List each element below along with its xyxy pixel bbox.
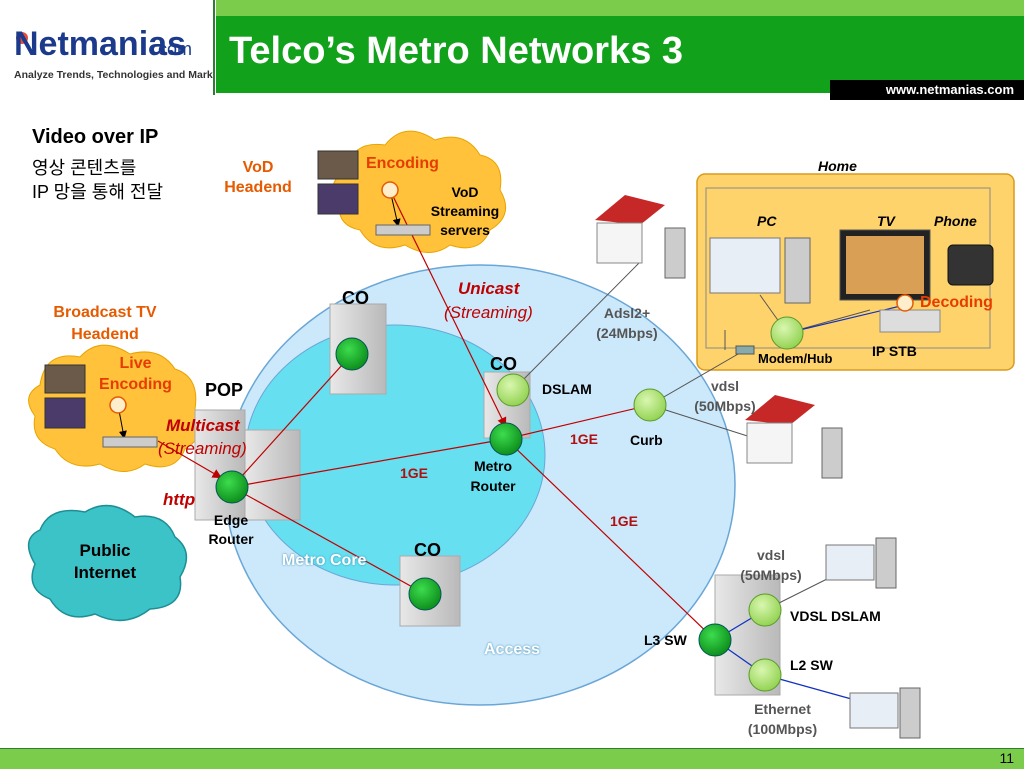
home-label: Home [818,158,857,174]
modem-hub-node [770,316,804,350]
co-bottom-label: CO [414,540,441,560]
tv-label: TV [877,213,895,229]
home-phone [947,244,994,286]
ethernet-label: Ethernet (100Mbps) [747,701,818,737]
modem-hub-label: Modem/Hub [758,351,833,366]
access-label: Access [484,641,541,658]
intro-line-1: 영상 콘텐츠를 [32,158,137,178]
page-title: Telco’s Metro Networks 3 [229,30,684,72]
co-middle-label: CO [490,354,517,374]
encoding-indicator [381,181,399,199]
multicast-label: Multicast [166,416,240,435]
netmanias-logo: Netmanias .com Analyze Trends, Technolog… [14,25,223,81]
metro-router-node [489,422,523,456]
vod-server [375,224,431,236]
vdsl-l3-label: vdsl (50Mbps) [740,547,802,583]
live-encoding-label: Live Encoding [99,355,172,393]
pop-label: POP [205,380,244,400]
decoding-indicator [896,294,914,312]
video-thumbnail [44,397,86,429]
video-thumbnail [317,183,359,215]
l2-sw-label: L2 SW [790,657,833,673]
http-label: http [163,490,196,509]
encoding-label: Encoding [366,155,439,172]
intro-heading: Video over IP [32,126,159,148]
logo-name: Netmanias [14,25,186,63]
logo-tagline: Analyze Trends, Technologies and Market [14,69,213,81]
link-1ge-l3: 1GE [610,513,639,529]
vdsl-curb-label: vdsl (50Mbps) [694,378,756,414]
edge-router-label: Edge Router [208,512,254,547]
dslam-node [496,373,530,407]
computer-vdsl [825,537,897,589]
unicast-sub-label: (Streaming) [444,303,533,322]
site-url: www.netmanias.com [885,82,1014,97]
url-bar [830,80,1024,100]
logo-box: Netmanias .com Analyze Trends, Technolog… [0,0,223,95]
unicast-label: Unicast [458,279,520,298]
video-thumbnail [44,364,86,394]
link-1ge-core: 1GE [400,465,429,481]
pc-label: PC [757,213,777,229]
footer-bar [0,748,1024,769]
l3-sw-label: L3 SW [644,632,687,648]
logo-suffix: .com [153,39,192,59]
vod-headend-cloud [333,130,507,253]
phone-label: Phone [934,213,977,229]
public-internet-cloud [27,504,188,622]
link-1ge-curb: 1GE [570,431,599,447]
co-top-node [335,337,369,371]
computer-ethernet [849,687,921,739]
video-thumbnail [317,150,359,180]
metro-router-label: Metro Router [470,458,516,494]
page-number: 11 [999,750,1014,766]
vod-streaming-servers-label: VoD Streaming servers [430,184,500,238]
multicast-sub-label: (Streaming) [158,439,247,458]
l2-sw-node [748,658,782,692]
house-curb [745,395,843,479]
vod-headend-label: VoD Headend [224,159,292,196]
live-encoding-indicator [109,396,127,414]
house-adsl [595,195,686,279]
vdsl-dslam-label: VDSL DSLAM [790,608,881,624]
curb-node [633,388,667,422]
home-tv [839,229,931,301]
co-top-label: CO [342,288,369,308]
metro-core-label: Metro Core [282,552,367,569]
public-internet-label: Public Internet [73,541,137,582]
co-bottom-node [408,577,442,611]
curb-label: Curb [630,432,663,448]
broadcast-headend-label: Broadcast TV Headend [53,304,157,343]
decoding-label: Decoding [920,294,993,311]
modem-box [735,345,755,355]
home-pc [709,237,811,304]
ip-stb-box [879,309,941,333]
l3-sw-node [698,623,732,657]
broadcast-server [102,436,158,448]
dslam-label: DSLAM [542,381,592,397]
vdsl-dslam-node [748,593,782,627]
ip-stb-label: IP STB [872,343,917,359]
adsl-label: Adsl2+ (24Mbps) [596,305,658,341]
edge-router-node [215,470,249,504]
intro-line-2: IP 망을 통해 전달 [32,182,164,202]
